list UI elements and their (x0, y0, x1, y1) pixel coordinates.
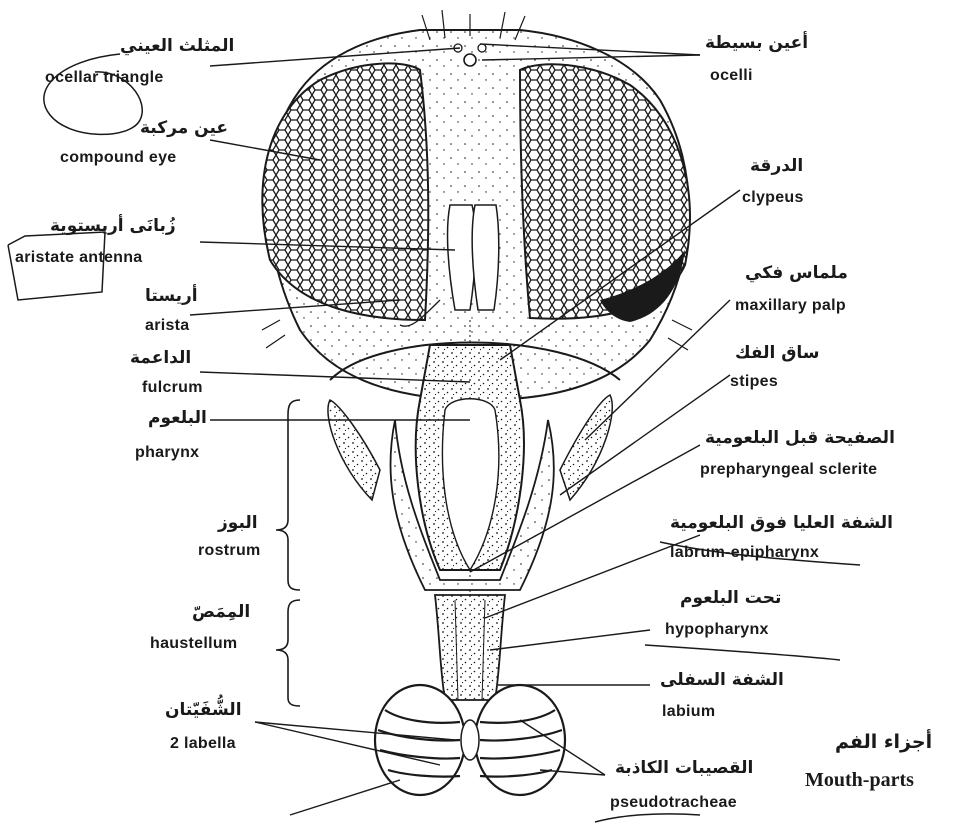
label-ocelli-ar: أعين بسيطة (705, 35, 808, 52)
label-hypopharynx-en: hypopharynx (665, 622, 769, 638)
label-aristate-antenna-ar: زُبانَى أريستوية (50, 218, 176, 235)
label-clypeus-en: clypeus (742, 190, 804, 206)
label-arista-en: arista (145, 318, 190, 334)
label-stipes-en: stipes (730, 374, 778, 390)
label-prepharyngeal-sclerite-en: prepharyngeal sclerite (700, 462, 877, 478)
maxillary-palp (560, 395, 612, 500)
label-ocellar-triangle-ar: المثلث العيني (120, 38, 234, 55)
label-hypopharynx-ar: تحت البلعوم (680, 590, 781, 607)
label-haustellum-en: haustellum (150, 636, 237, 652)
label-fulcrum-en: fulcrum (142, 380, 203, 396)
label-aristate-antenna-en: aristate antenna (15, 250, 143, 266)
label-pharynx-en: pharynx (135, 445, 199, 461)
title-ar: أجزاء الفم (835, 733, 932, 752)
label-fulcrum-ar: الداعمة (130, 350, 191, 367)
haustellum (435, 595, 505, 700)
label-clypeus-ar: الدرقة (750, 158, 803, 175)
label-prepharyngeal-sclerite-ar: الصفيحة قبل البلعومية (705, 430, 895, 447)
label-labium-ar: الشفة السفلى (660, 672, 784, 689)
label-labium-en: labium (662, 704, 715, 720)
ocellus-mid (464, 54, 476, 66)
label-ocellar-triangle-en: ocellar triangle (45, 70, 164, 86)
label-rostrum-ar: البوز (218, 515, 258, 532)
label-haustellum-ar: المِمَصّ (192, 604, 250, 621)
label-rostrum-en: rostrum (198, 543, 261, 559)
label-maxillary-palp-ar: ملماس فكي (745, 265, 848, 282)
label-labrum-epipharynx-en: labrum-epipharynx (670, 545, 819, 561)
title-en: Mouth-parts (805, 770, 914, 790)
label-pseudotracheae-ar: القصيبات الكاذبة (615, 760, 753, 777)
label-ocelli-en: ocelli (710, 68, 753, 84)
label-maxillary-palp-en: maxillary palp (735, 298, 846, 314)
antenna (448, 205, 476, 310)
left-compound-eye (262, 63, 428, 320)
label-compound-eye-ar: عين مركبة (140, 120, 228, 137)
label-stipes-ar: ساق الفك (735, 345, 820, 362)
label-labella-ar: الشُّفَيّتان (165, 702, 242, 719)
label-labrum-epipharynx-ar: الشفة العليا فوق البلعومية (670, 515, 893, 532)
label-pharynx-ar: البلعوم (148, 410, 207, 427)
label-labella-en: 2 labella (170, 736, 236, 752)
label-arista-ar: أريستا (145, 288, 198, 305)
label-compound-eye-en: compound eye (60, 150, 177, 166)
label-pseudotracheae-en: pseudotracheae (610, 795, 737, 811)
brackets (276, 400, 300, 706)
